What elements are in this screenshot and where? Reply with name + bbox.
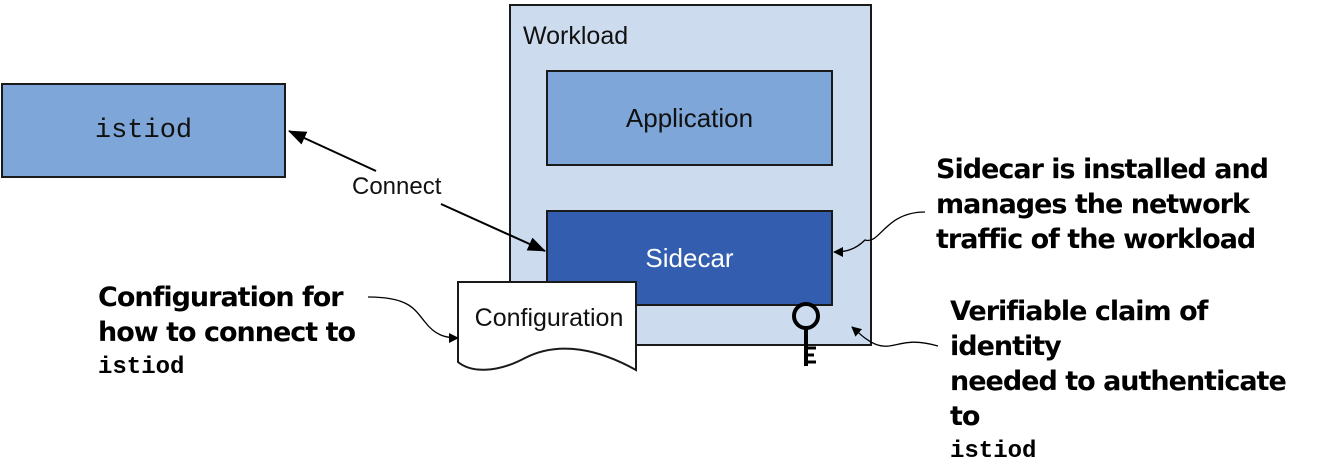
sidecar-box: Sidecar xyxy=(546,210,833,306)
config-annotation-arrow xyxy=(367,296,459,343)
annotation-line: needed to authenticate to xyxy=(950,366,1287,432)
sidecar-label: Sidecar xyxy=(645,242,734,273)
annotation-code: istiod xyxy=(950,438,1037,465)
application-box: Application xyxy=(546,70,833,166)
identity-annotation: Verifiable claim of identity needed to a… xyxy=(950,294,1320,469)
configuration-label: Configuration xyxy=(474,304,624,332)
istiod-box: istiod xyxy=(1,83,286,178)
annotation-line: Verifiable claim of identity xyxy=(950,296,1208,362)
connect-label: Connect xyxy=(352,173,442,200)
application-label: Application xyxy=(625,102,754,133)
annotation-code: istiod xyxy=(98,354,185,381)
configuration-annotation: Configuration for how to connect to isti… xyxy=(98,280,356,385)
annotation-line: Configuration for xyxy=(98,282,344,313)
connect-arrow-to-istiod xyxy=(288,130,377,172)
annotation-line: traffic of the workload xyxy=(936,224,1256,255)
annotation-line: Sidecar is installed and xyxy=(936,154,1269,185)
workload-label: Workload xyxy=(523,22,629,50)
annotation-line: how to connect to xyxy=(98,317,356,348)
sidecar-annotation: Sidecar is installed and manages the net… xyxy=(936,152,1269,257)
istiod-label: istiod xyxy=(94,115,193,146)
annotation-line: manages the network xyxy=(936,189,1250,220)
